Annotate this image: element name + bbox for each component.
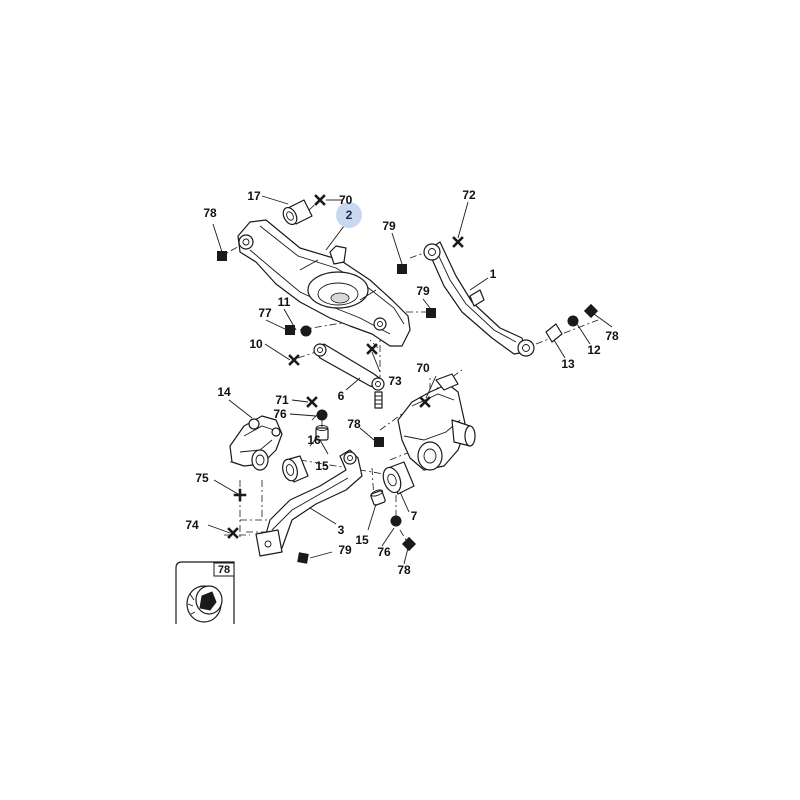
callout-14: 14 — [217, 385, 231, 399]
callout-77: 77 — [258, 306, 272, 320]
upper-arm-1 — [423, 241, 535, 357]
bracket-14 — [229, 415, 283, 471]
washer-symbols — [300, 315, 579, 527]
callout-78-left: 78 — [203, 206, 217, 220]
callout-73: 73 — [388, 374, 402, 388]
callout-75: 75 — [195, 471, 209, 485]
link-6 — [313, 343, 385, 409]
nut-symbols — [217, 251, 599, 564]
nut-79c — [297, 552, 309, 564]
callout-12: 12 — [587, 343, 601, 357]
callout-13: 13 — [561, 357, 575, 371]
bush-16 — [282, 455, 309, 483]
callout-15-upper: 15 — [315, 459, 329, 473]
callout-7: 7 — [411, 509, 418, 523]
callout-72: 72 — [462, 188, 476, 202]
leader-lines — [207, 195, 613, 565]
inset-label: 78 — [218, 564, 230, 576]
lower-arm-3 — [255, 449, 363, 557]
highlight-callout-2 — [336, 202, 362, 228]
callout-78-right: 78 — [605, 329, 619, 343]
callout-78-center: 78 — [347, 417, 361, 431]
bush-17 — [282, 199, 313, 226]
nut-79b — [426, 308, 436, 318]
nut-78a — [217, 251, 227, 261]
inset-detail-78: 78 — [175, 561, 235, 624]
callout-10: 10 — [249, 337, 263, 351]
spacer-13 — [545, 323, 563, 343]
bush-15-lower — [370, 489, 386, 506]
callout-6: 6 — [338, 389, 345, 403]
nut-77 — [285, 325, 295, 335]
callout-2: 2 — [346, 208, 353, 222]
callout-15-lower: 15 — [355, 533, 369, 547]
callout-labels: 1 2 3 6 7 10 11 12 13 14 15 15 16 17 70 … — [185, 188, 619, 577]
nut-79a — [397, 264, 407, 274]
nut-78c — [374, 437, 384, 447]
callout-76-lower: 76 — [377, 545, 391, 559]
callout-1: 1 — [490, 267, 497, 281]
bush-7 — [382, 461, 415, 495]
callout-17: 17 — [247, 189, 261, 203]
callout-79-top: 79 — [382, 219, 396, 233]
flange-nut-icon — [186, 585, 223, 623]
callout-79-bottom: 79 — [338, 543, 352, 557]
callout-78-bottom: 78 — [397, 563, 411, 577]
callout-79-right: 79 — [416, 284, 430, 298]
bolt-symbols — [227, 194, 464, 539]
callout-76-upper: 76 — [273, 407, 287, 421]
callout-74: 74 — [185, 518, 199, 532]
bush-15-upper — [315, 425, 329, 441]
callout-71: 71 — [275, 393, 289, 407]
callout-16: 16 — [307, 433, 321, 447]
hub-carrier — [397, 373, 476, 471]
callout-3: 3 — [338, 523, 345, 537]
lower-arm-2 — [237, 219, 411, 347]
callout-11: 11 — [278, 295, 291, 309]
nut-78d — [401, 536, 417, 552]
callout-70-middle: 70 — [416, 361, 430, 375]
callout-70-top: 70 — [339, 193, 353, 207]
